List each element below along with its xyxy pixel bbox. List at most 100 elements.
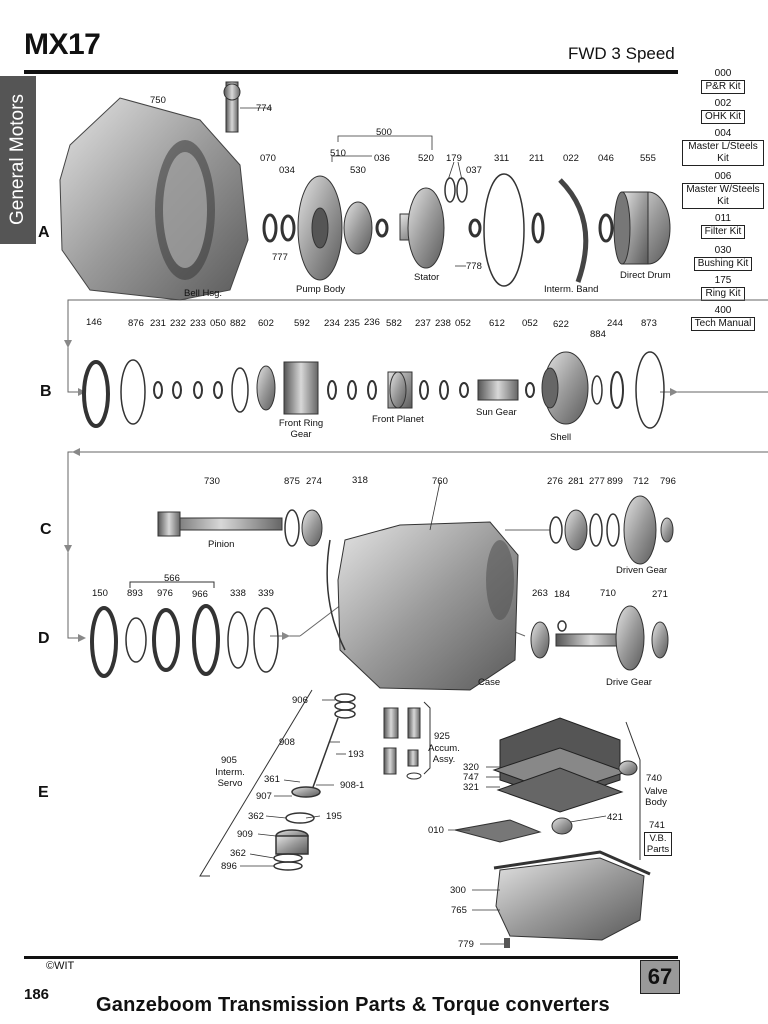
- part-number[interactable]: 774: [256, 103, 272, 114]
- part-number[interactable]: 339: [258, 588, 274, 599]
- part-number[interactable]: 034: [279, 165, 295, 176]
- part-number[interactable]: 338: [230, 588, 246, 599]
- part-number[interactable]: 037: [466, 165, 482, 176]
- part-number[interactable]: 906: [292, 695, 308, 706]
- part-number[interactable]: 500: [376, 127, 392, 138]
- part-number[interactable]: 740: [646, 773, 662, 784]
- part-number[interactable]: 778: [466, 261, 482, 272]
- part-number[interactable]: 052: [455, 318, 471, 329]
- part-number[interactable]: 876: [128, 318, 144, 329]
- part-number[interactable]: 765: [451, 905, 467, 916]
- part-number[interactable]: 150: [92, 588, 108, 599]
- part-number[interactable]: 555: [640, 153, 656, 164]
- part-label: Interm. Band: [544, 284, 599, 295]
- part-number[interactable]: 362: [230, 848, 246, 859]
- part-number[interactable]: 747: [463, 772, 479, 783]
- part-number[interactable]: 882: [230, 318, 246, 329]
- part-number[interactable]: 361: [264, 774, 280, 785]
- part-number[interactable]: 022: [563, 153, 579, 164]
- part-number[interactable]: 976: [157, 588, 173, 599]
- part-number[interactable]: 899: [607, 476, 623, 487]
- kit-item[interactable]: 400 Tech Manual: [678, 305, 768, 331]
- part-number[interactable]: 730: [204, 476, 220, 487]
- part-number[interactable]: 741: [649, 820, 665, 831]
- part-number[interactable]: 233: [190, 318, 206, 329]
- kit-code: 002: [714, 98, 732, 109]
- part-number[interactable]: 750: [150, 95, 166, 106]
- kit-item[interactable]: 030 Bushing Kit: [678, 245, 768, 271]
- part-number[interactable]: 070: [260, 153, 276, 164]
- part-number[interactable]: 884: [590, 329, 606, 340]
- kit-label: P&R Kit: [701, 80, 745, 94]
- part-number[interactable]: 622: [553, 319, 569, 330]
- part-number[interactable]: 274: [306, 476, 322, 487]
- part-number[interactable]: 612: [489, 318, 505, 329]
- part-number[interactable]: 909: [237, 829, 253, 840]
- part-number[interactable]: 905: [221, 755, 237, 766]
- kit-item[interactable]: 011 Filter Kit: [678, 213, 768, 239]
- part-number[interactable]: 592: [294, 318, 310, 329]
- part-number[interactable]: 321: [463, 782, 479, 793]
- part-number[interactable]: 760: [432, 476, 448, 487]
- part-number[interactable]: 046: [598, 153, 614, 164]
- part-number[interactable]: 421: [607, 812, 623, 823]
- part-number[interactable]: 231: [150, 318, 166, 329]
- part-number[interactable]: 237: [415, 318, 431, 329]
- part-label: Valve Body: [644, 786, 668, 808]
- part-number[interactable]: 566: [164, 573, 180, 584]
- part-number[interactable]: 362: [248, 811, 264, 822]
- part-number[interactable]: 873: [641, 318, 657, 329]
- part-number[interactable]: 195: [326, 811, 342, 822]
- row-letter-d: D: [38, 630, 50, 647]
- kit-item[interactable]: 000 P&R Kit: [678, 68, 768, 94]
- part-number[interactable]: 712: [633, 476, 649, 487]
- part-number[interactable]: 896: [221, 861, 237, 872]
- part-number[interactable]: 277: [589, 476, 605, 487]
- part-number[interactable]: 010: [428, 825, 444, 836]
- part-number[interactable]: 318: [352, 475, 368, 486]
- page-number: 186: [24, 986, 50, 1003]
- part-number[interactable]: 238: [435, 318, 451, 329]
- part-number[interactable]: 530: [350, 165, 366, 176]
- part-number[interactable]: 052: [522, 318, 538, 329]
- part-number[interactable]: 235: [344, 318, 360, 329]
- part-number[interactable]: 520: [418, 153, 434, 164]
- part-number[interactable]: 232: [170, 318, 186, 329]
- part-number[interactable]: 271: [652, 589, 668, 600]
- part-number[interactable]: 311: [494, 153, 510, 164]
- part-number[interactable]: 263: [532, 588, 548, 599]
- part-number[interactable]: 276: [547, 476, 563, 487]
- part-number[interactable]: 244: [607, 318, 623, 329]
- part-number[interactable]: 925: [434, 731, 450, 742]
- valve-bracket: [625, 721, 641, 860]
- part-number[interactable]: 908-1: [340, 780, 365, 791]
- part-number[interactable]: 179: [446, 153, 462, 164]
- part-number[interactable]: 710: [600, 588, 616, 599]
- kit-item[interactable]: 004 Master L/Steels Kit: [678, 128, 768, 166]
- part-number[interactable]: 193: [348, 749, 364, 760]
- part-number[interactable]: 908: [279, 737, 295, 748]
- kit-code: 175: [714, 275, 732, 286]
- part-number[interactable]: 320: [463, 762, 479, 773]
- part-number[interactable]: 966: [192, 589, 208, 600]
- part-number[interactable]: 875: [284, 476, 300, 487]
- part-number[interactable]: 211: [529, 153, 545, 164]
- part-number[interactable]: 602: [258, 318, 274, 329]
- part-number[interactable]: 907: [256, 791, 272, 802]
- part-number[interactable]: 234: [324, 318, 340, 329]
- part-number[interactable]: 281: [568, 476, 584, 487]
- part-number[interactable]: 184: [554, 589, 570, 600]
- part-number[interactable]: 050: [210, 318, 226, 329]
- part-number[interactable]: 236: [364, 317, 380, 328]
- part-number[interactable]: 779: [458, 939, 474, 950]
- part-number[interactable]: 777: [272, 252, 288, 263]
- part-number[interactable]: 796: [660, 476, 676, 487]
- kit-item[interactable]: 002 OHK Kit: [678, 98, 768, 124]
- part-number[interactable]: 146: [86, 317, 102, 328]
- part-number[interactable]: 300: [450, 885, 466, 896]
- part-number[interactable]: 582: [386, 318, 402, 329]
- kit-item[interactable]: 006 Master W/Steels Kit: [678, 171, 768, 209]
- part-number[interactable]: 036: [374, 153, 390, 164]
- part-number[interactable]: 510: [330, 148, 346, 159]
- part-number[interactable]: 893: [127, 588, 143, 599]
